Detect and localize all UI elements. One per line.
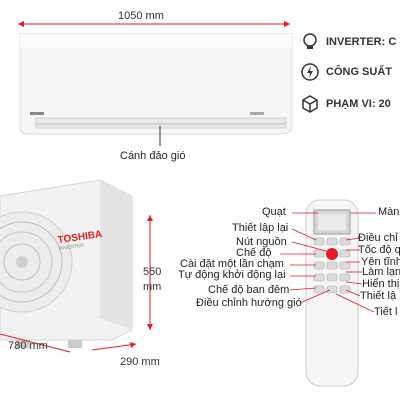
outdoor-width-label: 780 mm <box>8 340 48 352</box>
remote-label-one-touch: Cài đặt một lần chạm <box>180 258 284 270</box>
remote-label-night-mode: Chế độ ban đêm <box>208 284 290 296</box>
spec-row-capacity: CÔNG SUẤT <box>300 58 400 86</box>
remote-label-save: Tiết l <box>374 306 398 318</box>
remote-label-reset: Thiết lập lại <box>232 222 289 234</box>
outdoor-depth-label: 290 mm <box>120 356 160 368</box>
remote-label-adjust: Điều chỉ <box>358 232 398 244</box>
remote-label-fan: Quạt <box>262 206 286 218</box>
spec-row-inverter: INVERTER: C <box>300 28 400 56</box>
remote-label-display: Hiển thị <box>362 278 400 290</box>
remote-label-screen: Màn <box>378 206 400 218</box>
remote-label-setting: Thiết lậ <box>360 290 397 302</box>
cube-icon <box>302 95 318 113</box>
spec-capacity-label: CÔNG SUẤT <box>326 66 392 78</box>
remote-label-cool: Làm lạn <box>362 266 400 278</box>
power-icon <box>301 63 319 81</box>
indoor-width-label: 1050 mm <box>118 10 164 22</box>
remote-label-speed: Tốc độ q <box>358 244 400 256</box>
remote-label-power: Nút nguồn <box>236 236 287 248</box>
remote-label-mode: Chế độ <box>236 247 272 259</box>
bulb-icon <box>303 33 317 49</box>
remote-label-auto-restart: Tự động khởi động lại <box>178 269 286 281</box>
vane-caption: Cánh đảo gió <box>120 150 186 162</box>
outdoor-height-unit: mm <box>143 281 162 293</box>
spec-range-label: PHẠM VI: 20 <box>326 98 391 110</box>
remote-label-airflow: Điều chỉnh hướng gió <box>196 297 302 309</box>
outdoor-height-label: 550 <box>143 266 162 278</box>
spec-row-range: PHẠM VI: 20 <box>300 90 400 118</box>
spec-inverter-label: INVERTER: C <box>326 36 397 48</box>
remote-label-quiet: Yên tĩnh <box>361 256 400 268</box>
